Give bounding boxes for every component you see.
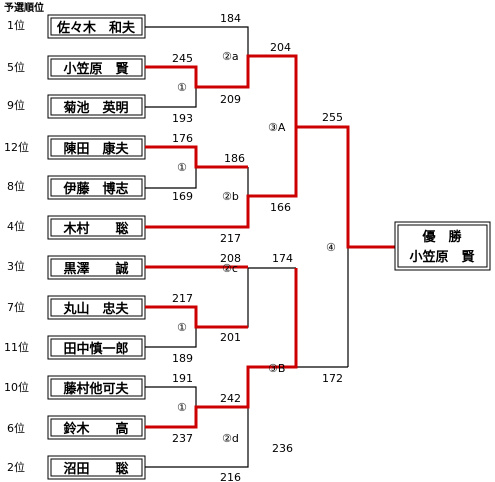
player-name: 陳田 康夫 <box>63 141 129 157</box>
player-name: 田中慎一郎 <box>63 341 128 357</box>
match-label: ②c <box>222 262 238 275</box>
score-label: 166 <box>270 201 291 214</box>
winner-line <box>145 268 298 429</box>
seed-label: 2位 <box>7 460 25 474</box>
score-label: 237 <box>172 432 193 445</box>
player-name: 伊藤 博志 <box>62 181 128 197</box>
seed-label: 8位 <box>7 179 25 193</box>
seed-label: 5位 <box>7 60 25 74</box>
player-box: 佐々木 和夫 <box>47 14 146 39</box>
bracket-line <box>145 167 197 189</box>
player-name: 鈴木 高 <box>63 421 128 437</box>
player-box: 菊池 英明 <box>47 94 146 119</box>
player-box: 伊藤 博志 <box>47 175 146 200</box>
player-name: 佐々木 和夫 <box>56 20 136 36</box>
score-label: 191 <box>172 372 193 385</box>
score-label: 204 <box>270 41 291 54</box>
player-box: 陳田 康夫 <box>47 135 146 160</box>
score-label: 193 <box>172 112 193 125</box>
seed-label: 6位 <box>7 421 25 435</box>
player-name: 木村 聡 <box>62 221 128 237</box>
player-name: 沼田 聡 <box>63 461 128 477</box>
bracket-line <box>295 268 348 368</box>
player-name: 小笠原 賢 <box>63 61 129 77</box>
score-label: 184 <box>220 12 241 25</box>
player-box: 丸山 忠夫 <box>47 295 146 320</box>
match-label: ① <box>177 161 187 174</box>
bracket-line <box>196 268 249 328</box>
player-box: 小笠原 賢 <box>47 55 146 80</box>
seed-label: 12位 <box>4 140 29 154</box>
seed-label: 4位 <box>7 219 25 233</box>
player-box: 鈴木 高 <box>47 415 146 440</box>
match-label: ① <box>177 81 187 94</box>
seed-label: 11位 <box>4 340 29 354</box>
champion-title: 優 勝 <box>421 229 462 245</box>
player-name: 藤村他可夫 <box>63 381 129 397</box>
player-box: 沼田 聡 <box>47 455 146 480</box>
bracket-line <box>145 87 197 108</box>
score-label: 242 <box>220 392 241 405</box>
bracket-line <box>145 407 249 468</box>
winner-line <box>145 305 248 329</box>
score-label: 172 <box>322 372 343 385</box>
winner-path <box>145 54 395 429</box>
player-box: 田中慎一郎 <box>47 335 146 360</box>
score-label: 236 <box>272 442 293 455</box>
match-label: ②b <box>222 190 239 203</box>
seed-label: 7位 <box>7 300 25 314</box>
score-label: 208 <box>220 252 241 265</box>
match-label: ②d <box>222 432 239 445</box>
winner-line <box>145 127 298 229</box>
score-label: 245 <box>172 52 193 65</box>
player-name: 菊池 英明 <box>63 100 128 116</box>
score-label: 216 <box>220 471 241 482</box>
bracket-line <box>145 26 249 56</box>
match-label: ① <box>177 321 187 334</box>
champion-box: 優 勝 小笠原 賢 <box>394 221 491 271</box>
score-label: 189 <box>172 352 193 365</box>
seed-label: 9位 <box>7 98 25 112</box>
match-label: ① <box>177 401 187 414</box>
match-label: ④ <box>326 241 336 254</box>
player-name: 丸山 忠夫 <box>62 301 129 317</box>
header-label: 予選順位 <box>4 1 44 14</box>
seed-label: 10位 <box>4 380 29 394</box>
score-label: 209 <box>220 93 241 106</box>
winner-line <box>145 54 395 249</box>
player-box: 藤村他可夫 <box>47 375 146 400</box>
score-label: 217 <box>172 292 193 305</box>
score-label: 255 <box>322 111 343 124</box>
score-label: 174 <box>272 252 293 265</box>
score-label: 169 <box>172 190 193 203</box>
champion-name: 小笠原 賢 <box>409 249 475 265</box>
seed-label: 3位 <box>7 259 25 273</box>
seed-label: 1位 <box>7 18 25 32</box>
player-box: 黒澤 誠 <box>47 255 146 280</box>
score-label: 176 <box>172 132 193 145</box>
match-label: ②a <box>222 50 239 63</box>
winner-line <box>145 145 248 169</box>
bracket-line <box>145 327 197 348</box>
match-label: ③B <box>268 362 285 375</box>
player-box: 木村 聡 <box>47 215 146 240</box>
player-name: 黒澤 誠 <box>63 261 128 277</box>
bracket-line <box>145 386 197 407</box>
score-label: 201 <box>220 331 241 344</box>
match-label: ③A <box>268 121 286 134</box>
score-label: 217 <box>220 232 241 245</box>
score-label: 186 <box>224 152 245 165</box>
